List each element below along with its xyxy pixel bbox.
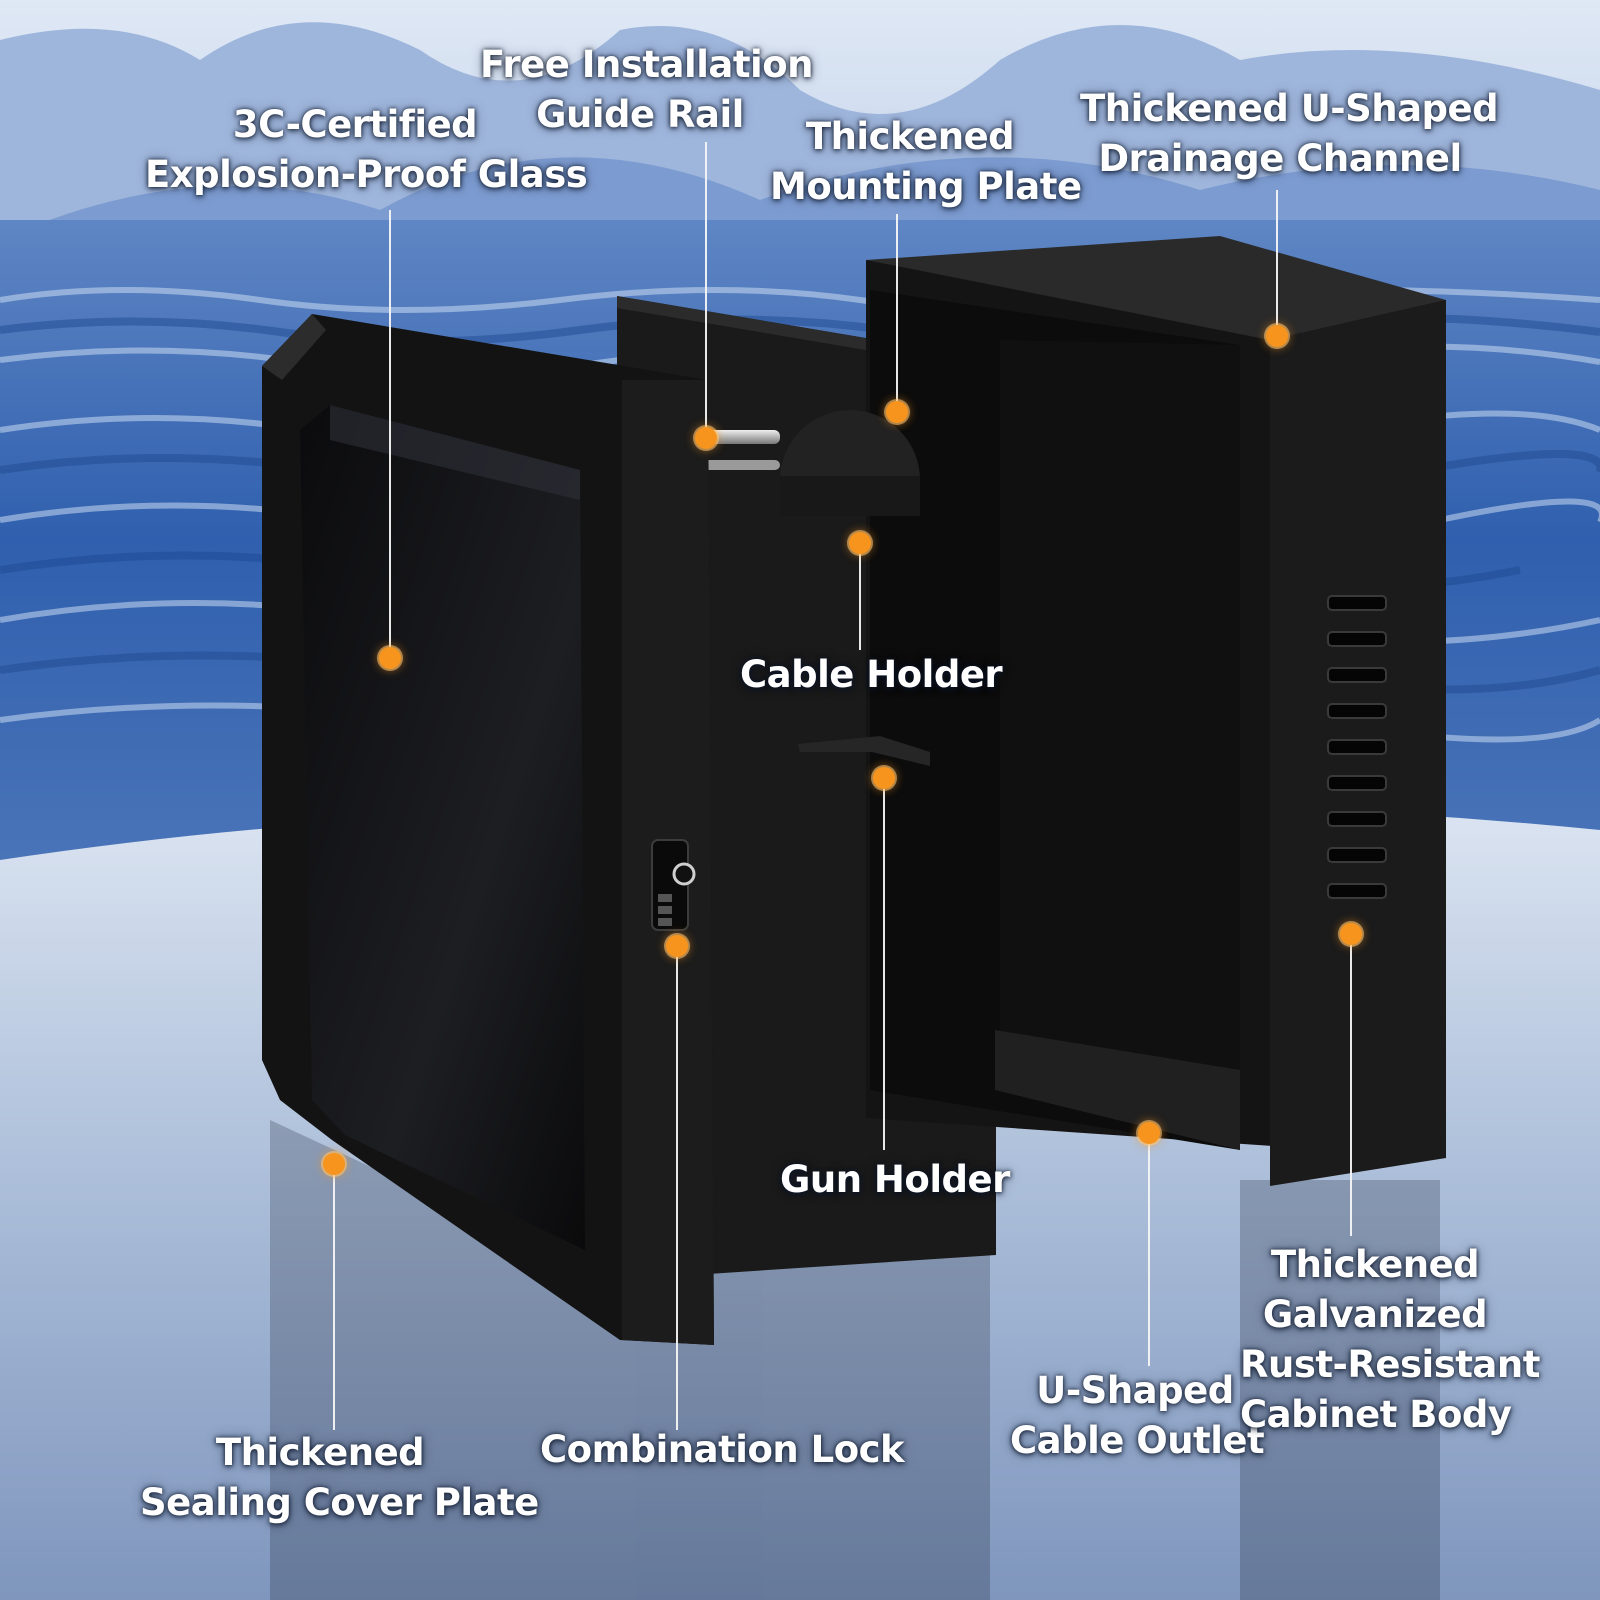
marker-cable-outlet xyxy=(1138,1122,1160,1144)
label-drainage-channel: Thickened U-Shaped Drainage Channel xyxy=(1080,84,1499,184)
label-line: Drainage Channel xyxy=(1098,137,1462,180)
marker-cable-holder xyxy=(849,532,871,554)
leader-line-glass xyxy=(389,210,391,658)
leader-line-lock xyxy=(676,948,678,1430)
label-mounting-plate: Thickened Mounting Plate xyxy=(770,112,1082,212)
marker-guide-rail xyxy=(695,427,717,449)
label-line: U-Shaped xyxy=(1036,1369,1234,1412)
label-combination-lock: Combination Lock xyxy=(540,1425,905,1475)
label-line: Guide Rail xyxy=(536,93,744,136)
leader-line-guide-rail xyxy=(705,142,707,440)
label-line: Thickened xyxy=(1270,1243,1480,1286)
leader-line-gun-holder xyxy=(883,780,885,1150)
label-line: Galvanized xyxy=(1262,1293,1488,1336)
marker-drainage xyxy=(1266,325,1288,347)
marker-mounting-plate xyxy=(886,401,908,423)
label-sealing-cover-plate: Thickened Sealing Cover Plate xyxy=(140,1428,539,1528)
label-line: Free Installation xyxy=(480,43,813,86)
marker-cover-plate xyxy=(323,1153,345,1175)
label-line: Cable Outlet xyxy=(1010,1419,1265,1462)
label-guide-rail: Free Installation Guide Rail xyxy=(480,40,813,140)
leader-line-cable-outlet xyxy=(1148,1134,1150,1366)
label-line: Thickened xyxy=(805,115,1015,158)
marker-lock xyxy=(666,935,688,957)
marker-gun-holder xyxy=(873,767,895,789)
label-cable-outlet: U-Shaped Cable Outlet xyxy=(1010,1366,1265,1466)
label-line: Sealing Cover Plate xyxy=(140,1481,539,1524)
label-line: Mounting Plate xyxy=(770,165,1082,208)
label-line: Combination Lock xyxy=(540,1428,905,1471)
label-line: Rust-Resistant xyxy=(1240,1343,1540,1386)
marker-glass xyxy=(379,647,401,669)
label-line: Explosion-Proof Glass xyxy=(145,153,588,196)
label-explosion-proof-glass: 3C-Certified Explosion-Proof Glass xyxy=(145,100,588,200)
leader-line-drainage xyxy=(1276,190,1278,336)
leader-line-mounting-plate xyxy=(896,214,898,412)
label-line: Thickened xyxy=(215,1431,425,1474)
label-gun-holder: Gun Holder xyxy=(780,1155,1010,1205)
leader-line-cover-plate xyxy=(333,1165,335,1430)
label-line: Thickened U-Shaped xyxy=(1080,87,1499,130)
label-line: Cabinet Body xyxy=(1240,1393,1512,1436)
leader-line-cable-holder xyxy=(859,545,861,650)
label-cabinet-body: Thickened Galvanized Rust-Resistant Cabi… xyxy=(1240,1240,1540,1440)
label-line: 3C-Certified xyxy=(232,103,478,146)
leader-line-cabinet-body xyxy=(1350,934,1352,1236)
label-cable-holder: Cable Holder xyxy=(740,650,1003,700)
marker-cabinet-body xyxy=(1340,923,1362,945)
label-line: Gun Holder xyxy=(780,1158,1010,1201)
label-line: Cable Holder xyxy=(740,653,1003,696)
